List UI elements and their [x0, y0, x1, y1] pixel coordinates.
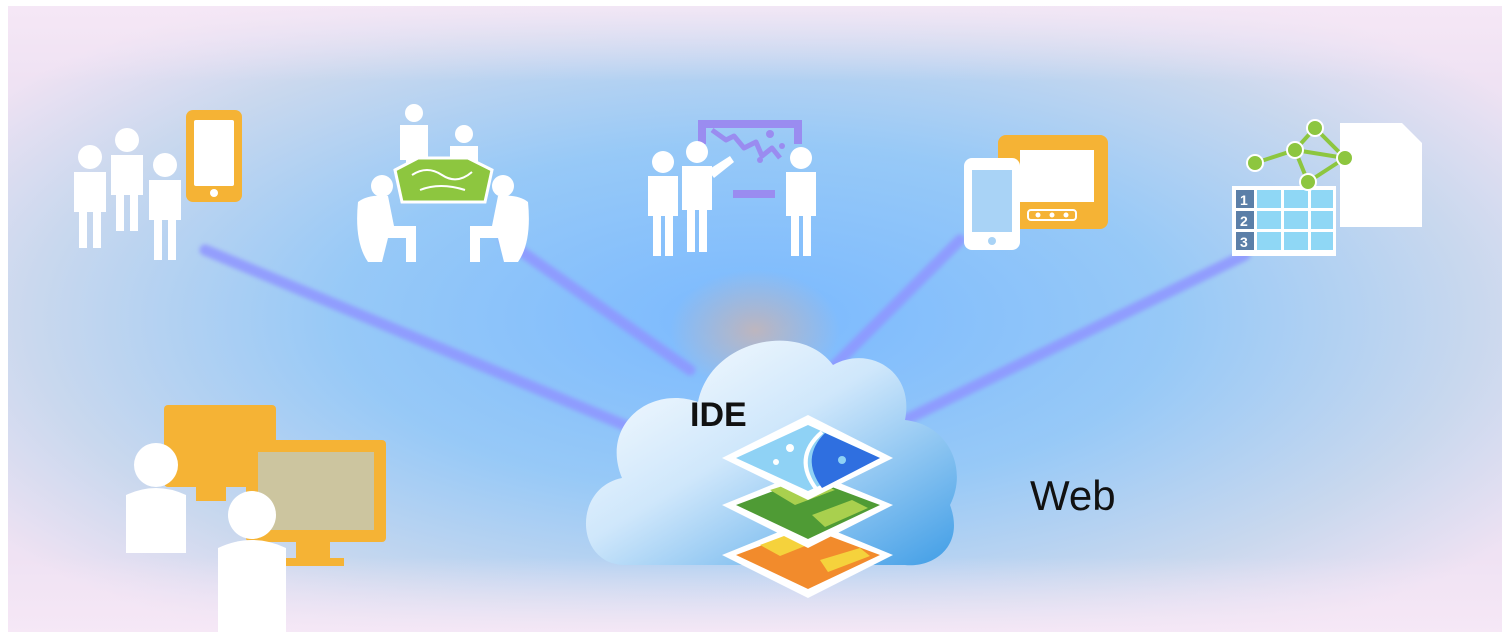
connectors — [199, 199, 1251, 503]
web-label: Web — [1030, 472, 1116, 519]
connector-devices — [824, 234, 966, 376]
connector-meeting — [499, 234, 696, 376]
connector-data — [899, 249, 1251, 426]
row-number-2: 2 — [1240, 213, 1248, 229]
row-number-1: 1 — [1240, 192, 1248, 208]
row-number-3: 3 — [1240, 234, 1248, 250]
desktop-users-icon — [126, 405, 386, 635]
phone-tablet-icon — [964, 135, 1108, 250]
data-network-table-icon: 1 2 3 — [1232, 119, 1422, 256]
layered-map-icon — [722, 415, 893, 598]
connector-mobile-users — [199, 244, 666, 446]
map-presentation-icon — [648, 120, 816, 256]
cloud-label: IDE — [690, 396, 747, 434]
mobile-field-users-icon — [74, 110, 242, 260]
meeting-table-icon — [357, 104, 529, 262]
